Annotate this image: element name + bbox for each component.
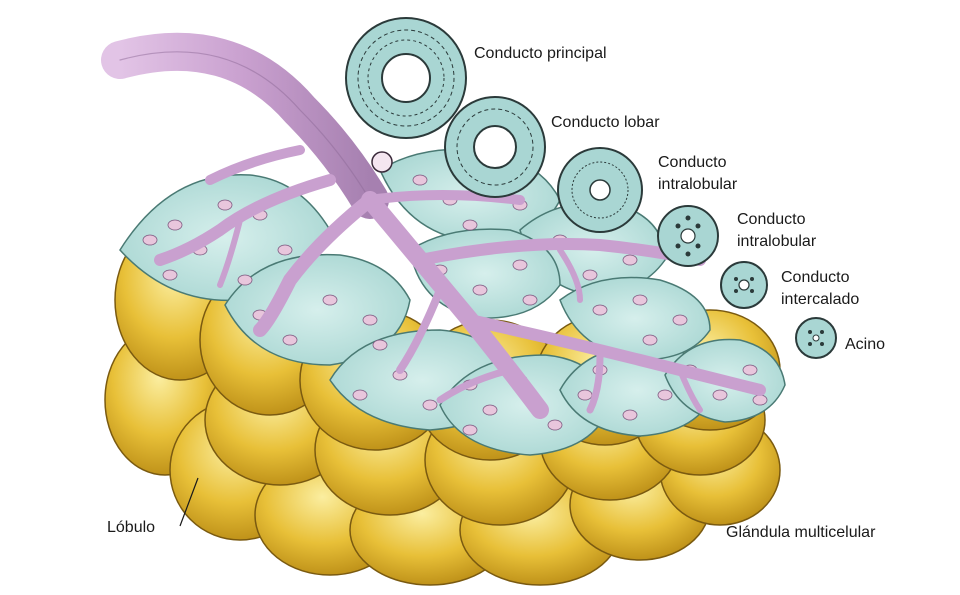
label-conducto-intralobular-2b: intralobular — [737, 233, 817, 250]
duct-cross-section-marker — [371, 151, 393, 173]
label-conducto-lobar: Conducto lobar — [551, 114, 660, 131]
label-conducto-intralobular-1b: intralobular — [658, 176, 738, 193]
section-conducto-intralobular-2 — [657, 205, 719, 267]
label-conducto-intercalado-b: intercalado — [781, 291, 859, 308]
label-acino: Acino — [845, 336, 885, 353]
section-conducto-intralobular-1 — [557, 147, 643, 233]
label-conducto-principal: Conducto principal — [474, 45, 607, 62]
label-conducto-intralobular-1a: Conducto — [658, 154, 727, 171]
label-conducto-intercalado-a: Conducto — [781, 269, 850, 286]
label-conducto-intralobular-2a: Conducto — [737, 211, 806, 228]
section-conducto-lobar — [444, 96, 546, 198]
section-conducto-principal — [345, 17, 467, 139]
label-glandula-multicelular: Glándula multicelular — [726, 524, 876, 541]
leader-lines — [179, 477, 199, 527]
section-conducto-intercalado — [720, 261, 768, 309]
label-lobulo: Lóbulo — [107, 519, 155, 536]
section-acino — [795, 317, 837, 359]
labels: Conducto principal Conducto lobar Conduc… — [107, 45, 885, 541]
